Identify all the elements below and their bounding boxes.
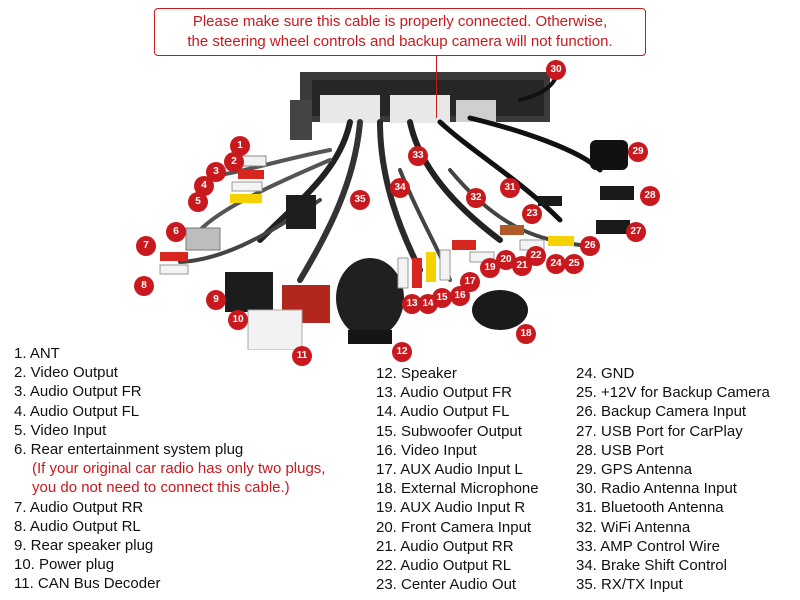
marker-24: 24 (546, 254, 566, 274)
warning-callout: Please make sure this cable is properly … (154, 8, 646, 56)
marker-4: 4 (194, 176, 214, 196)
legend-item: 26. Backup Camera Input (576, 403, 747, 421)
legend-item: 19. AUX Audio Input R (376, 499, 526, 517)
legend-item: 25. +12V for Backup Camera (576, 384, 770, 402)
marker-7: 7 (136, 236, 156, 256)
marker-34: 34 (390, 178, 410, 198)
marker-23: 23 (522, 204, 542, 224)
legend-item: 32. WiFi Antenna (576, 518, 691, 536)
marker-9: 9 (206, 290, 226, 310)
marker-32: 32 (466, 188, 486, 208)
legend-item: 4. Audio Output FL (14, 402, 140, 420)
warning-text-line-1: Please make sure this cable is properly … (192, 13, 608, 30)
legend-column-3: 24. GND 25. +12V for Backup Camera 26. B… (576, 364, 770, 594)
marker-35: 35 (350, 190, 370, 210)
legend-item: 34. Brake Shift Control (576, 557, 727, 575)
legend-item: 29. GPS Antenna (576, 461, 692, 479)
legend-item: 17. AUX Audio Input L (376, 461, 523, 479)
legend-item: 21. Audio Output RR (376, 537, 514, 555)
marker-6: 6 (166, 222, 186, 242)
marker-25: 25 (564, 254, 584, 274)
marker-15: 15 (432, 288, 452, 308)
marker-10: 10 (228, 310, 248, 330)
marker-3: 3 (206, 162, 226, 182)
legend-item: 5. Video Input (14, 421, 107, 439)
legend-item: 10. Power plug (14, 556, 115, 574)
marker-8: 8 (134, 276, 154, 296)
marker-27: 27 (626, 222, 646, 242)
marker-28: 28 (640, 186, 660, 206)
marker-12: 12 (392, 342, 412, 362)
legend-item: 15. Subwoofer Output (376, 422, 522, 440)
warning-pointer-line (436, 56, 437, 118)
marker-20: 20 (496, 250, 516, 270)
legend-item: 8. Audio Output RL (14, 517, 141, 535)
wiring-harness-illustration (159, 60, 634, 350)
marker-1: 1 (230, 136, 250, 156)
head-unit (290, 72, 550, 140)
legend-item: 23. Center Audio Out (376, 576, 517, 594)
legend-item: 11. CAN Bus Decoder (14, 575, 161, 593)
legend-item: 27. USB Port for CarPlay (576, 422, 743, 440)
legend-item: 28. USB Port (576, 441, 664, 459)
marker-2: 2 (224, 152, 244, 172)
legend-item: 22. Audio Output RL (376, 557, 512, 575)
legend-item: 3. Audio Output FR (14, 383, 142, 401)
marker-19: 19 (480, 258, 500, 278)
marker-5: 5 (188, 192, 208, 212)
marker-13: 13 (402, 294, 422, 314)
legend-item: 18. External Microphone (376, 480, 539, 498)
legend-item: 14. Audio Output FL (376, 403, 510, 421)
marker-18: 18 (516, 324, 536, 344)
marker-30: 30 (546, 60, 566, 80)
legend-item: 13. Audio Output FR (376, 384, 512, 402)
warning-text-line-2: the steering wheel controls and backup c… (187, 33, 613, 50)
marker-26: 26 (580, 236, 600, 256)
legend-item: 12. Speaker (376, 365, 457, 382)
marker-22: 22 (526, 246, 546, 266)
connectors (159, 140, 634, 350)
legend-item: 33. AMP Control Wire (576, 537, 720, 555)
marker-11: 11 (292, 346, 312, 366)
marker-17: 17 (460, 272, 480, 292)
legend-column-2: 12. Speaker 13. Audio Output FR 14. Audi… (376, 364, 539, 594)
marker-31: 31 (500, 178, 520, 198)
legend-note-line-2: you do not need to connect this cable.) (32, 479, 290, 497)
legend-item: 6. Rear entertainment system plug (14, 441, 244, 459)
marker-33: 33 (408, 146, 428, 166)
legend-item: 20. Front Camera Input (376, 518, 532, 536)
legend-item: 31. Bluetooth Antenna (576, 499, 724, 517)
legend-item: 16. Video Input (376, 441, 477, 459)
legend-item: 1. ANT (14, 345, 60, 362)
legend-column-1: 1. ANT 2. Video Output 3. Audio Output F… (14, 344, 325, 594)
legend-item: 35. RX/TX Input (576, 576, 683, 594)
marker-29: 29 (628, 142, 648, 162)
legend-item: 30. Radio Antenna Input (576, 480, 737, 498)
legend-item: 7. Audio Output RR (14, 498, 144, 516)
legend-note-line-1: (If your original car radio has only two… (32, 460, 326, 478)
legend-item: 9. Rear speaker plug (14, 537, 154, 555)
legend-item: 24. GND (576, 365, 635, 382)
legend-item: 2. Video Output (14, 364, 118, 382)
